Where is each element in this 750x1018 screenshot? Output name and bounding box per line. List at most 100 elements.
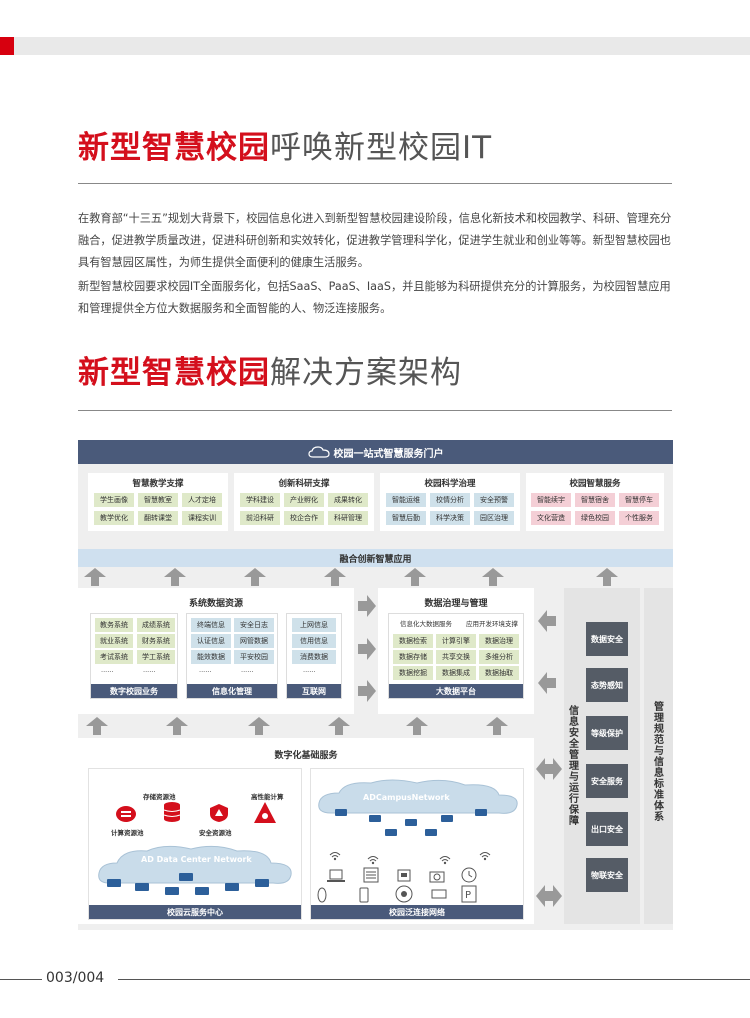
system-data-panel: 系统数据资源 教务系统 成绩系统 就业系统 财务系统 考试系统 学工系统 ...…: [78, 588, 354, 714]
digital-campus-bar: 数字校园业务: [91, 684, 177, 698]
situation-awareness-box: 态势感知: [586, 668, 628, 702]
data-chip: 计算引擎: [436, 634, 476, 648]
standards-column: 管理规范与信息标准体系: [644, 588, 673, 924]
data-chip: 数据集成: [436, 666, 476, 680]
data-chip: 平安校园: [234, 650, 274, 664]
data-chip: 数据抽取: [479, 666, 519, 680]
service-label: 信息化大数据服务: [391, 617, 461, 631]
footer-line-left: [0, 979, 42, 980]
app-chip: 智慧后勤: [386, 511, 426, 525]
app-chip: 园区治理: [474, 511, 514, 525]
clock-icon: [461, 867, 477, 883]
app-chip: 翻转课堂: [138, 511, 178, 525]
app-chip: 教学优化: [94, 511, 134, 525]
security-ops-label: 信息安全管理与运行保障: [569, 706, 579, 827]
app-group-service: 校园智慧服务 智能续宇 智慧宿舍 智慧停车 文化营造 绿色校园 个性服务: [526, 473, 664, 531]
arrow-left-icon: [538, 672, 556, 694]
app-chip: 智能运维: [386, 493, 426, 507]
double-arrow-icon: [536, 758, 562, 780]
arrow-up-icon: [248, 717, 270, 735]
section-title-2: 新型智慧校园解决方案架构: [78, 355, 462, 391]
data-governance-panel: 数据治理与管理 信息化大数据服务 应用开发环境支撑 数据检索 计算引擎 数据治理…: [378, 588, 534, 714]
wifi-ap-icon: [367, 856, 379, 865]
data-chip: 成绩系统: [137, 618, 175, 632]
data-chip: 学工系统: [137, 650, 175, 664]
app-chip: 产业孵化: [284, 493, 324, 507]
svg-text:P: P: [465, 890, 471, 901]
title-divider-1: [78, 183, 672, 184]
data-chip: 就业系统: [95, 634, 133, 648]
cylinder-icon: [317, 887, 327, 903]
app-chip: 智慧教室: [138, 493, 178, 507]
infrastructure-panel: 数字化基础服务 存储资源池 高性能计算 计算资源池 安全资源池 AD Data …: [78, 738, 534, 924]
app-chip: 智慧停车: [619, 493, 659, 507]
data-chip: 财务系统: [137, 634, 175, 648]
arrow-up-icon: [404, 568, 426, 586]
cloud-icon: [307, 446, 330, 458]
app-chip: 智能续宇: [531, 493, 571, 507]
app-chip: 绿色校园: [575, 511, 615, 525]
app-chip: 文化营造: [531, 511, 571, 525]
data-chip: 上网信息: [292, 618, 336, 632]
arrow-right-icon: [358, 638, 376, 660]
arrow-up-icon: [406, 717, 428, 735]
campus-network-cloud: [318, 779, 518, 836]
data-chip: 消费数据: [292, 650, 336, 664]
app-chip: 科研管理: [328, 511, 368, 525]
data-chip: 多维分析: [479, 650, 519, 664]
arrow-right-icon: [358, 595, 376, 617]
app-chip: 人才定培: [182, 493, 222, 507]
page-number: 003/004: [46, 970, 105, 986]
data-chip: 教务系统: [95, 618, 133, 632]
app-chip: 个性服务: [619, 511, 659, 525]
service-label: 应用开发环境支撑: [461, 617, 523, 631]
app-group-teaching: 智慧教学支撑 学生画像 智慧教室 人才定培 教学优化 翻转课堂 课程实训: [88, 473, 228, 531]
compute-pool-icon: [116, 806, 136, 822]
data-chip: 数据治理: [479, 634, 519, 648]
wifi-ap-icon: [439, 856, 451, 865]
data-security-box: 数据安全: [586, 622, 628, 656]
arrow-up-icon: [244, 568, 266, 586]
level-protection-box: 等级保护: [586, 716, 628, 750]
campus-network-label: ADCampusNetwork: [363, 793, 450, 802]
arrow-up-icon: [486, 717, 508, 735]
data-chip: 能效数据: [191, 650, 231, 664]
app-chip: 成果转化: [328, 493, 368, 507]
digital-campus-group: 教务系统 成绩系统 就业系统 财务系统 考试系统 学工系统 ...... ...…: [90, 613, 178, 699]
app-chip: 前沿科研: [240, 511, 280, 525]
data-chip: 认证信息: [191, 634, 231, 648]
title-divider-2: [78, 410, 672, 411]
camera-icon: [429, 871, 445, 883]
standards-label: 管理规范与信息标准体系: [654, 702, 664, 823]
cloud-service-bar: 校园云服务中心: [89, 905, 301, 919]
data-chip: 网管数据: [234, 634, 274, 648]
phone-icon: [359, 887, 369, 903]
intro-paragraph-1: 在教育部“十三五”规划大背景下，校园信息化进入到新型智慧校园建设阶段，信息化新技…: [78, 212, 672, 269]
iot-security-box: 物联安全: [586, 858, 628, 892]
security-pool-icon: [210, 804, 228, 822]
gauge-icon: [395, 885, 413, 903]
double-arrow-icon: [536, 885, 562, 907]
app-chip: 科学决策: [430, 511, 470, 525]
intro-paragraph-2: 新型智慧校园要求校园IT全面服务化，包括SaaS、PaaS、IaaS，并且能够为…: [78, 280, 671, 315]
printer-icon: [397, 869, 411, 882]
arrow-up-icon: [166, 717, 188, 735]
laptop-icon: [327, 869, 345, 882]
top-bar: [0, 37, 750, 55]
arrow-up-icon: [86, 717, 108, 735]
portal-bar: 校园一站式智慧服务门户: [78, 440, 673, 464]
app-chip: 校企合作: [284, 511, 324, 525]
parking-icon: P: [461, 885, 477, 903]
data-chip: 共享交换: [436, 650, 476, 664]
security-ops-column: 信息安全管理与运行保障 数据安全 态势感知 等级保护 安全服务 出口安全 物联安…: [564, 588, 640, 924]
campus-network-bar: 校园泛连接网络: [311, 905, 523, 919]
data-chip: 安全日志: [234, 618, 274, 632]
data-chip: 考试系统: [95, 650, 133, 664]
data-chip: 信用信息: [292, 634, 336, 648]
arrow-up-icon: [324, 568, 346, 586]
dc-network-label: AD Data Center Network: [141, 855, 252, 864]
data-chip: 数据挖掘: [393, 666, 433, 680]
arrow-up-icon: [164, 568, 186, 586]
data-chip: 终端信息: [191, 618, 231, 632]
app-chip: 智慧宿舍: [575, 493, 615, 507]
